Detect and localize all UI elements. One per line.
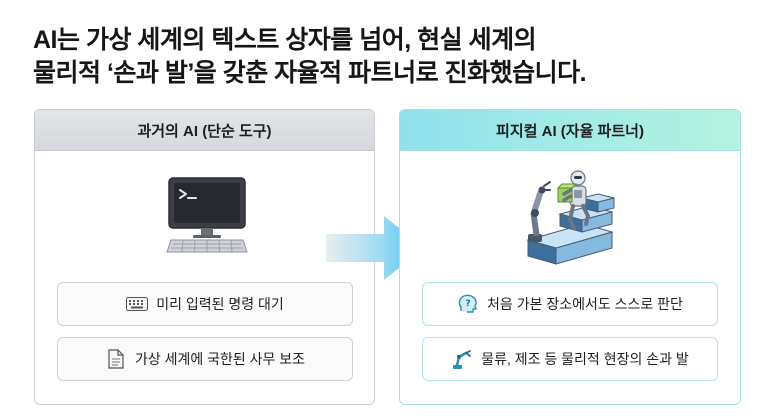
item-physical-hands-feet: 물류, 제조 등 물리적 현장의 손과 발 [422, 337, 718, 381]
document-icon [105, 348, 127, 370]
question-head-icon: ? [457, 293, 479, 315]
item-await-command: 미리 입력된 명령 대기 [57, 282, 353, 326]
keyboard-icon [126, 293, 149, 315]
physical-ai-panel: 피지컬 AI (자율 파트너) [399, 109, 741, 405]
humanoid-robot-carrying-box-icon [526, 170, 615, 265]
svg-text:?: ? [465, 299, 470, 309]
past-ai-header: 과거의 AI (단순 도구) [35, 110, 374, 151]
item-physical-hands-feet-label: 물류, 제조 등 물리적 현장의 손과 발 [481, 351, 689, 367]
title-line-2: 물리적 ‘손과 발’을 갖춘 자율적 파트너로 진화했습니다. [33, 59, 587, 87]
title-line-1: AI는 가상 세계의 텍스트 상자를 넘어, 현실 세계의 [33, 26, 537, 54]
robot-arm-icon [451, 348, 473, 370]
past-ai-panel: 과거의 AI (단순 도구) [34, 109, 375, 405]
item-await-command-label: 미리 입력된 명령 대기 [156, 296, 284, 312]
physical-ai-header: 피지컬 AI (자율 파트너) [400, 110, 740, 151]
item-office-assist: 가상 세계에 국한된 사무 보조 [57, 337, 353, 381]
item-autonomous-judgement: ? 처음 가본 장소에서도 스스로 판단 [422, 282, 718, 326]
desktop-computer-terminal-icon [166, 177, 248, 253]
page-title: AI는 가상 세계의 텍스트 상자를 넘어, 현실 세계의 물리적 ‘손과 발’… [33, 24, 753, 90]
item-autonomous-judgement-label: 처음 가본 장소에서도 스스로 판단 [487, 296, 683, 312]
item-office-assist-label: 가상 세계에 국한된 사무 보조 [134, 351, 306, 367]
